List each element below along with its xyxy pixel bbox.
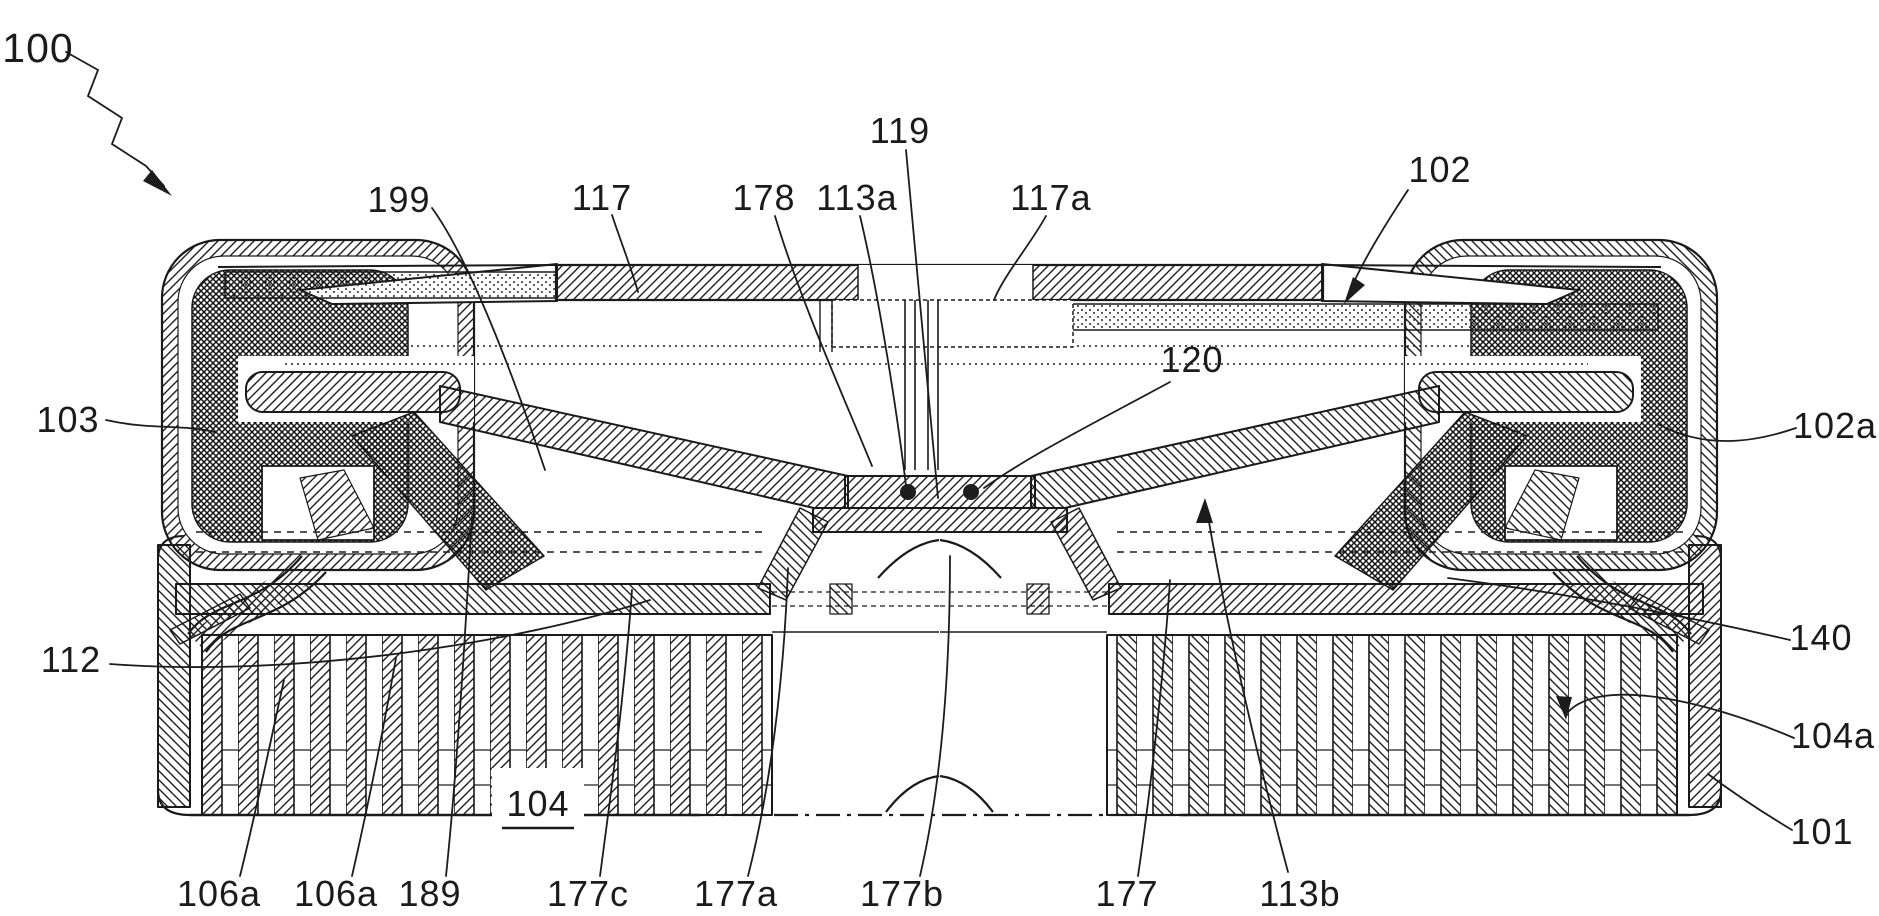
clamp-finger (245, 371, 461, 413)
valve-seat-upper (844, 475, 1036, 509)
ref-label-140: 140 (1789, 617, 1852, 658)
valve-seat-lower (812, 507, 1068, 533)
arrowhead-102 (1344, 277, 1365, 304)
leader-102a (1657, 423, 1797, 442)
ref-label-102: 102 (1408, 149, 1471, 190)
support-spoke (351, 411, 545, 591)
ref-label-117a: 117a (1010, 177, 1091, 218)
leader-177b (919, 555, 951, 877)
leader-104a (1567, 693, 1795, 739)
ref-label-101: 101 (1790, 811, 1853, 852)
center-structure (224, 263, 1659, 830)
leader-119 (905, 149, 939, 499)
diaphragm-cone (439, 385, 849, 509)
leader-178 (774, 215, 873, 467)
cover-pocket (831, 299, 1074, 348)
arrowhead-100 (143, 170, 172, 196)
leader-106a-2 (351, 657, 397, 877)
ref-label-102a: 102a (1793, 405, 1877, 446)
ref-label-103: 103 (36, 399, 99, 440)
ref-label-117: 117 (572, 177, 632, 218)
leader-113a (859, 215, 907, 487)
ref-label-177a: 177a (694, 873, 778, 914)
leader-177c (599, 589, 633, 877)
leader-140 (1447, 577, 1791, 641)
reference-labels: 100 199 117 178 113a 119 117a 102 103 12… (2, 25, 1877, 914)
ref-label-106a-1: 106a (177, 873, 261, 914)
ref-label-100: 100 (2, 25, 73, 71)
ref-label-106a-2: 106a (294, 873, 378, 914)
ref-label-177: 177 (1095, 873, 1158, 914)
cooling-fins (201, 634, 773, 816)
leader-lines (65, 51, 1797, 877)
ref-label-112: 112 (41, 639, 101, 680)
ref-label-113a: 113a (816, 177, 897, 218)
ref-label-104a: 104a (1791, 715, 1875, 756)
leader-112 (109, 599, 651, 668)
leader-177 (1137, 579, 1171, 877)
ref-label-177c: 177c (547, 873, 629, 914)
ref-label-189: 189 (398, 873, 461, 914)
arrowhead-104a (1556, 696, 1572, 720)
leader-106a-1 (239, 679, 285, 877)
leader-100 (65, 51, 165, 187)
arrowhead-113b (1196, 498, 1213, 523)
ref-label-119: 119 (870, 110, 930, 151)
leader-120 (983, 381, 1171, 489)
ref-label-113b: 113b (1259, 873, 1340, 914)
membrane-band-left (224, 271, 558, 299)
leader-189 (445, 515, 473, 877)
mount-band (175, 583, 771, 615)
ref-label-104: 104 (506, 783, 569, 824)
leader-117 (611, 214, 639, 293)
leader-199 (431, 207, 546, 471)
ref-label-120: 120 (1160, 339, 1223, 380)
leader-177a (747, 567, 789, 877)
ref-label-199: 199 (367, 179, 430, 220)
leader-101 (1707, 773, 1793, 831)
leader-117a (993, 215, 1047, 301)
ref-label-177b: 177b (860, 873, 944, 914)
leader-103 (105, 419, 215, 433)
ref-label-178: 178 (732, 177, 795, 218)
leader-113b (1205, 503, 1289, 873)
membrane-band-right (1071, 303, 1659, 331)
